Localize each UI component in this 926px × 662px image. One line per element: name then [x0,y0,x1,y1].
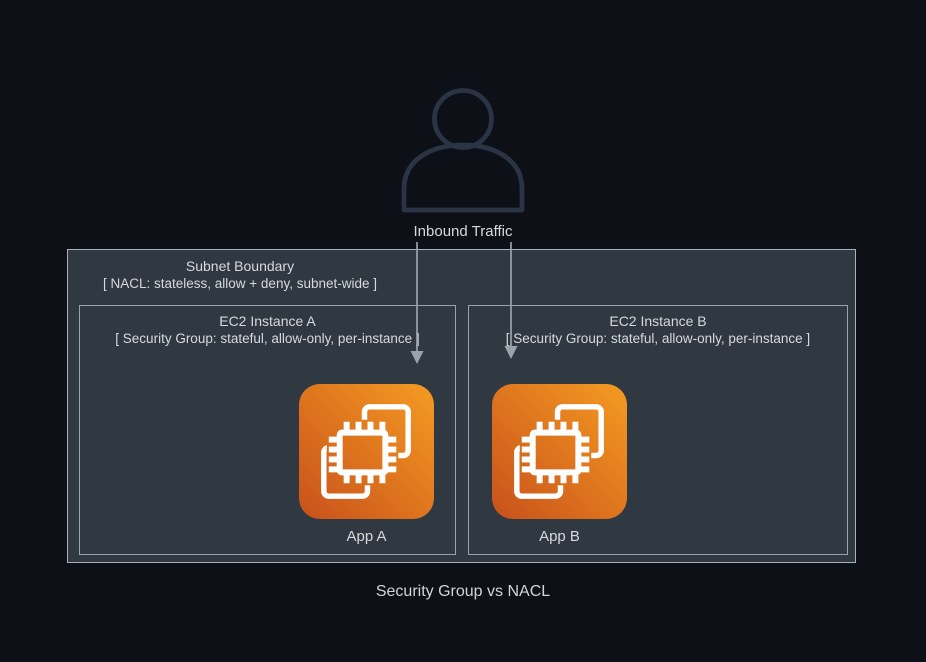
subnet-boundary-box [67,249,856,563]
ec2-instance-b-title: EC2 Instance B [609,313,707,329]
inbound-traffic-label: Inbound Traffic [413,223,513,240]
ec2-icon [492,384,627,519]
ec2-instance-a-sg-subtitle: [ Security Group: stateful, allow-only, … [115,331,420,346]
user-icon [401,88,525,213]
app-a-label: App A [346,528,387,545]
ec2-instance-a-title: EC2 Instance A [219,313,316,329]
ec2-instance-b-header: EC2 Instance B [ Security Group: statefu… [469,313,847,347]
subnet-nacl-subtitle: [ NACL: stateless, allow + deny, subnet-… [102,276,377,291]
ec2-instance-b-box: EC2 Instance B [ Security Group: statefu… [468,305,848,555]
subnet-boundary-header: Subnet Boundary [ NACL: stateless, allow… [75,258,405,292]
ec2-instance-a-header: EC2 Instance A [ Security Group: statefu… [80,313,455,347]
ec2-icon [299,384,434,519]
ec2-instance-b-sg-subtitle: [ Security Group: stateful, allow-only, … [505,331,811,346]
subnet-boundary-title: Subnet Boundary [185,258,295,274]
ec2-instance-a-box: EC2 Instance A [ Security Group: statefu… [79,305,456,555]
diagram-caption: Security Group vs NACL [375,583,551,600]
app-b-label: App B [539,528,580,545]
